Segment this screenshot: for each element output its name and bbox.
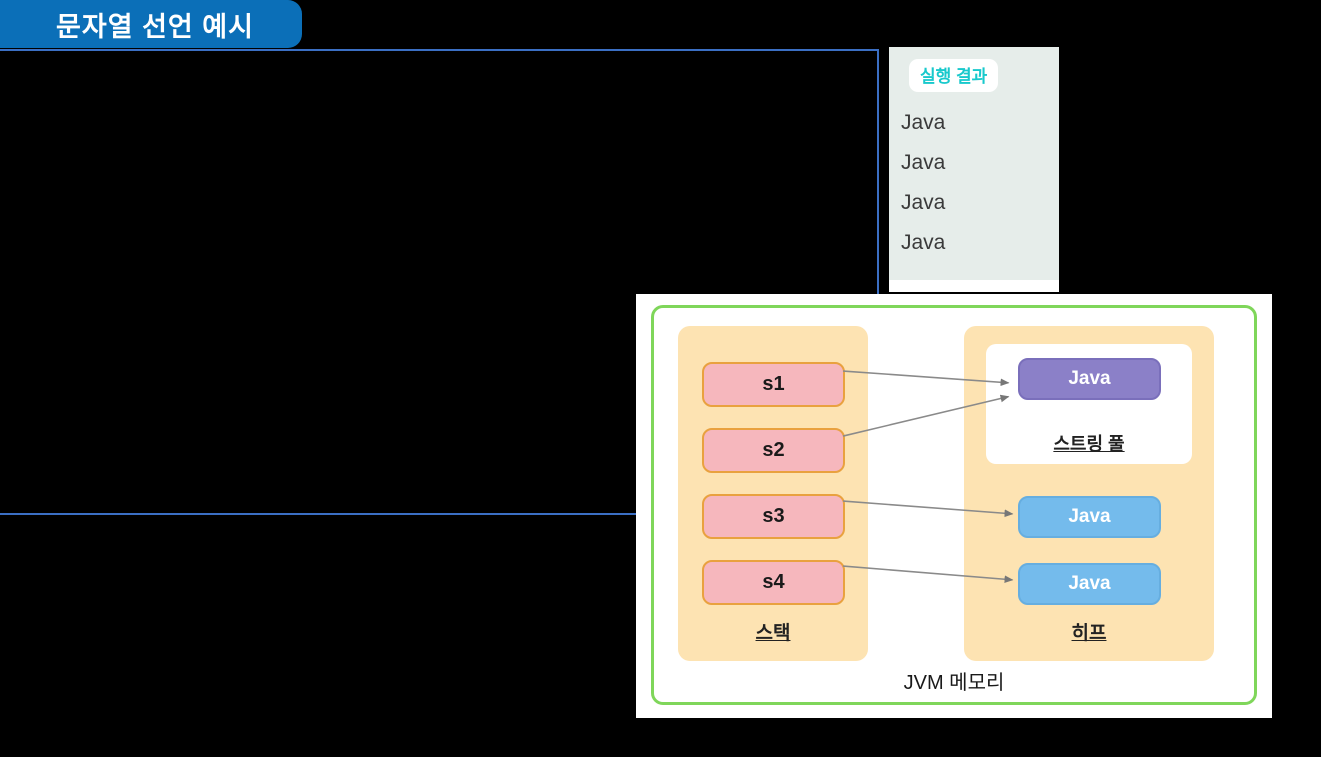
result-line: Java [901, 151, 946, 174]
execution-result-output: Java Java Java Java [901, 103, 1059, 263]
stack-variable-s4: s4 [702, 560, 845, 605]
stack-region-label: 스택 [755, 623, 791, 644]
section-title-label: 문자열 선언 예시 [56, 11, 254, 42]
heap-region-label: 히프 [1071, 623, 1107, 644]
string-pool-object-java: Java [1018, 358, 1161, 400]
result-line: Java [901, 111, 946, 134]
string-pool-area: Java 스트링 풀 [986, 344, 1192, 464]
stack-variable-s3: s3 [702, 494, 845, 539]
result-line: Java [901, 231, 946, 254]
heap-region: Java 스트링 풀 Java Java 히프 [964, 326, 1214, 661]
heap-object-java-1: Java [1018, 496, 1161, 538]
string-pool-label: 스트링 풀 [1053, 434, 1125, 454]
stack-variable-s1: s1 [702, 362, 845, 407]
stack-region: s1 s2 s3 s4 스택 [678, 326, 868, 661]
heap-object-java-2: Java [1018, 563, 1161, 605]
execution-result-badge: 실행 결과 [909, 59, 999, 92]
result-line: Java [901, 191, 946, 214]
execution-result-panel: 실행 결과 Java Java Java Java [889, 47, 1059, 292]
section-title-tab: 문자열 선언 예시 [0, 0, 302, 48]
stack-variable-s2: s2 [702, 428, 845, 473]
jvm-memory-label: JVM 메모리 [903, 672, 1005, 694]
jvm-memory-diagram: s1 s2 s3 s4 스택 Java 스트링 풀 Java Java 히프 J… [651, 305, 1257, 705]
